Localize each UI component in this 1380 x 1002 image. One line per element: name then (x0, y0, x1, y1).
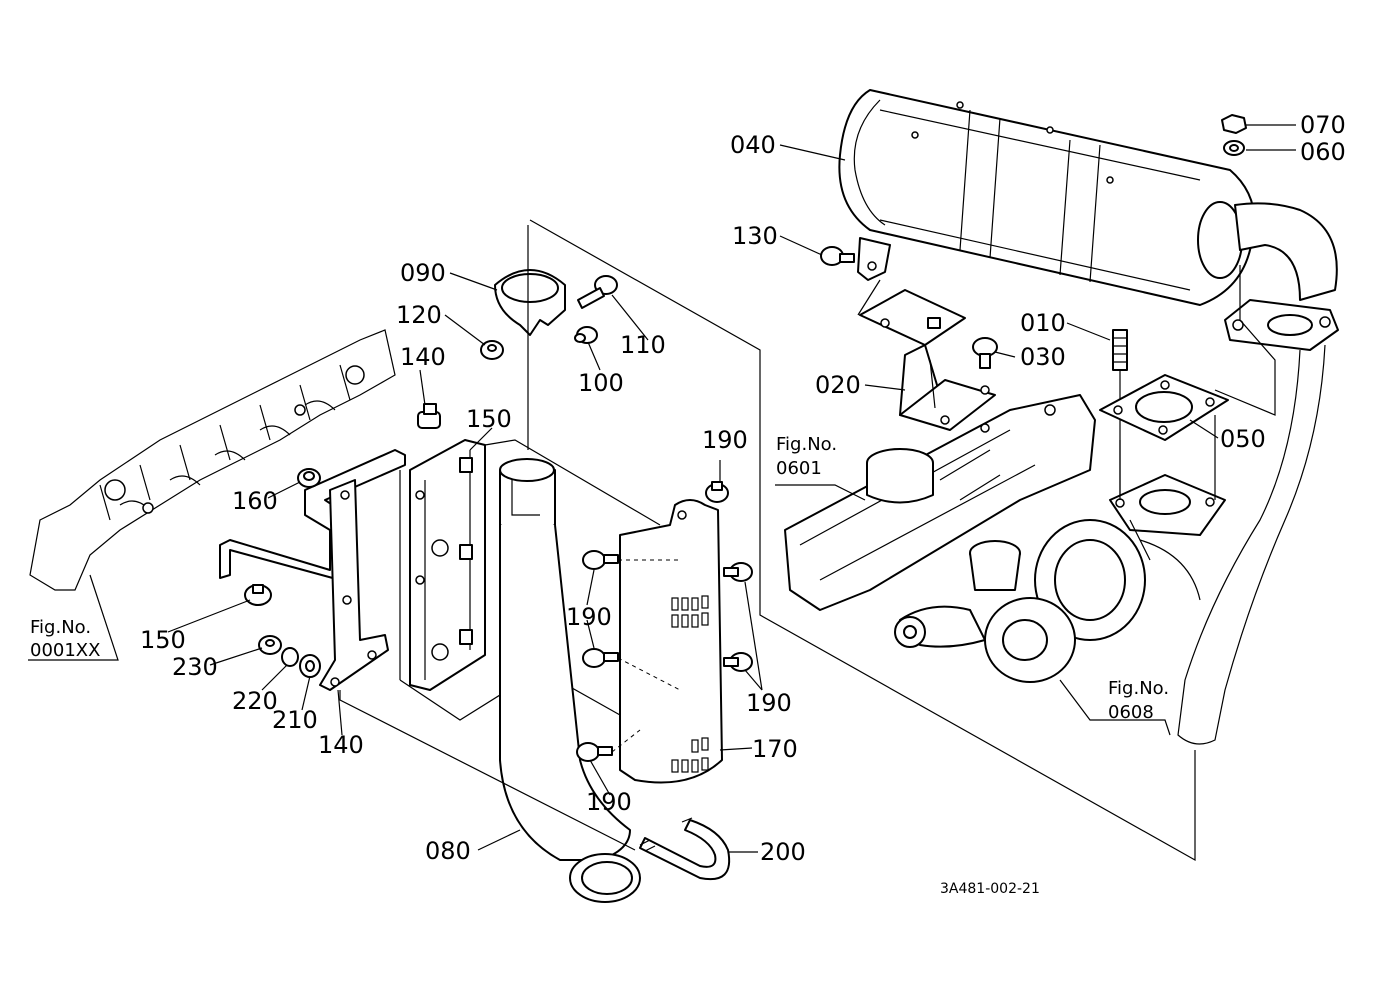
callout-180: 170 (752, 735, 798, 763)
bolt-150-upper (417, 403, 441, 429)
gasket-050 (1099, 374, 1229, 441)
drawing-code: 3A481-002-21 (940, 881, 1040, 897)
fig-0608-label: Fig.No. (1108, 678, 1169, 699)
callout-leader-lines (167, 124, 1296, 853)
bolt-130 (820, 246, 855, 266)
assembly-outline-upper (484, 439, 661, 526)
engine-block-outline (29, 329, 396, 591)
callout-060: 060 (1300, 138, 1346, 166)
guide-line-stay (857, 279, 881, 316)
fig-0601-label: Fig.No. (776, 434, 837, 455)
fig-0601-number: 0601 (776, 458, 822, 479)
callout-020: 020 (815, 371, 861, 399)
callout-160: 150 (466, 405, 512, 433)
nut-230 (258, 635, 282, 655)
nut-170 (297, 468, 321, 488)
muffler-outlet-elbow (1224, 202, 1339, 351)
muffler-stay-020 (859, 289, 996, 431)
u-bolt-200 (639, 817, 731, 881)
exhaust-pipe-080 (499, 458, 641, 903)
guide-line-140-200 (339, 690, 636, 851)
leader-fig-0601 (775, 484, 866, 501)
callout-070: 070 (1300, 111, 1346, 139)
bolt-190-mid-left (582, 648, 619, 668)
heat-shield-slots (671, 595, 709, 773)
bolt-030 (972, 337, 998, 369)
heat-shield-180 (619, 499, 723, 784)
callout-010: 010 (1020, 309, 1066, 337)
callout-090: 090 (400, 259, 446, 287)
lock-washer-220 (281, 647, 299, 667)
bolt-190-right-upper (723, 562, 753, 582)
nut-120 (480, 340, 504, 360)
bolt-alignment-lines (611, 559, 681, 753)
gasket-guide-lines (1119, 415, 1216, 500)
bolt-190-right-lower (723, 652, 753, 672)
bolt-150-lower (244, 584, 272, 606)
washer-060 (1223, 140, 1245, 156)
callout-170: 160 (232, 487, 278, 515)
muffler-040 (838, 89, 1256, 306)
callout-150-lower: 150 (140, 626, 186, 654)
callout-190-bottom: 190 (586, 788, 632, 816)
guide-line-outlet (1214, 265, 1276, 416)
nut-070 (1221, 114, 1247, 134)
callout-080: 080 (425, 837, 471, 865)
clamp-090 (494, 269, 566, 336)
bracket-plate-160 (409, 439, 486, 691)
callout-140: 140 (318, 731, 364, 759)
callout-190-right: 190 (746, 689, 792, 717)
turbocharger-fig-0608 (894, 474, 1226, 683)
assembly-guide-line-right (529, 219, 1196, 862)
callout-150-upper: 140 (400, 343, 446, 371)
callout-220: 220 (232, 687, 278, 715)
muffler-stay-bracket-140 (219, 449, 406, 691)
washer-210 (299, 654, 321, 678)
fig-0608-number: 0608 (1108, 702, 1154, 723)
figure-reference-0001XX: Fig.No. 0001XX (30, 617, 100, 661)
fig-0001-number: 0001XX (30, 640, 100, 661)
callout-030: 030 (1020, 343, 1066, 371)
callout-190-left: 190 (566, 603, 612, 631)
callout-110: 110 (620, 331, 666, 359)
figure-reference-0601: Fig.No. 0601 (776, 434, 837, 479)
callout-200: 200 (760, 838, 806, 866)
callout-190-top: 190 (702, 426, 748, 454)
leader-fig-0608 (1059, 679, 1171, 736)
bolt-110 (577, 275, 618, 309)
tail-pipe (1177, 344, 1326, 745)
exhaust-manifold-fig-0601 (784, 394, 1096, 611)
callout-040: 040 (730, 131, 776, 159)
callout-050: 050 (1220, 425, 1266, 453)
callout-230: 230 (172, 653, 218, 681)
collar-100 (574, 326, 598, 344)
callout-120: 120 (396, 301, 442, 329)
bolt-190-upper-left (582, 550, 619, 570)
callout-100: 100 (578, 369, 624, 397)
leader-fig-0001 (28, 574, 119, 661)
callout-210: 210 (272, 706, 318, 734)
callout-130: 130 (732, 222, 778, 250)
bolt-190-lower-left (576, 742, 613, 762)
figure-reference-0608: Fig.No. 0608 (1108, 678, 1169, 723)
callout-labels: 070 060 040 130 010 030 020 050 090 120 … (140, 111, 1346, 866)
fig-0001-label: Fig.No. (30, 617, 91, 638)
stud-010 (1112, 329, 1128, 371)
bolt-190-top (705, 481, 729, 503)
